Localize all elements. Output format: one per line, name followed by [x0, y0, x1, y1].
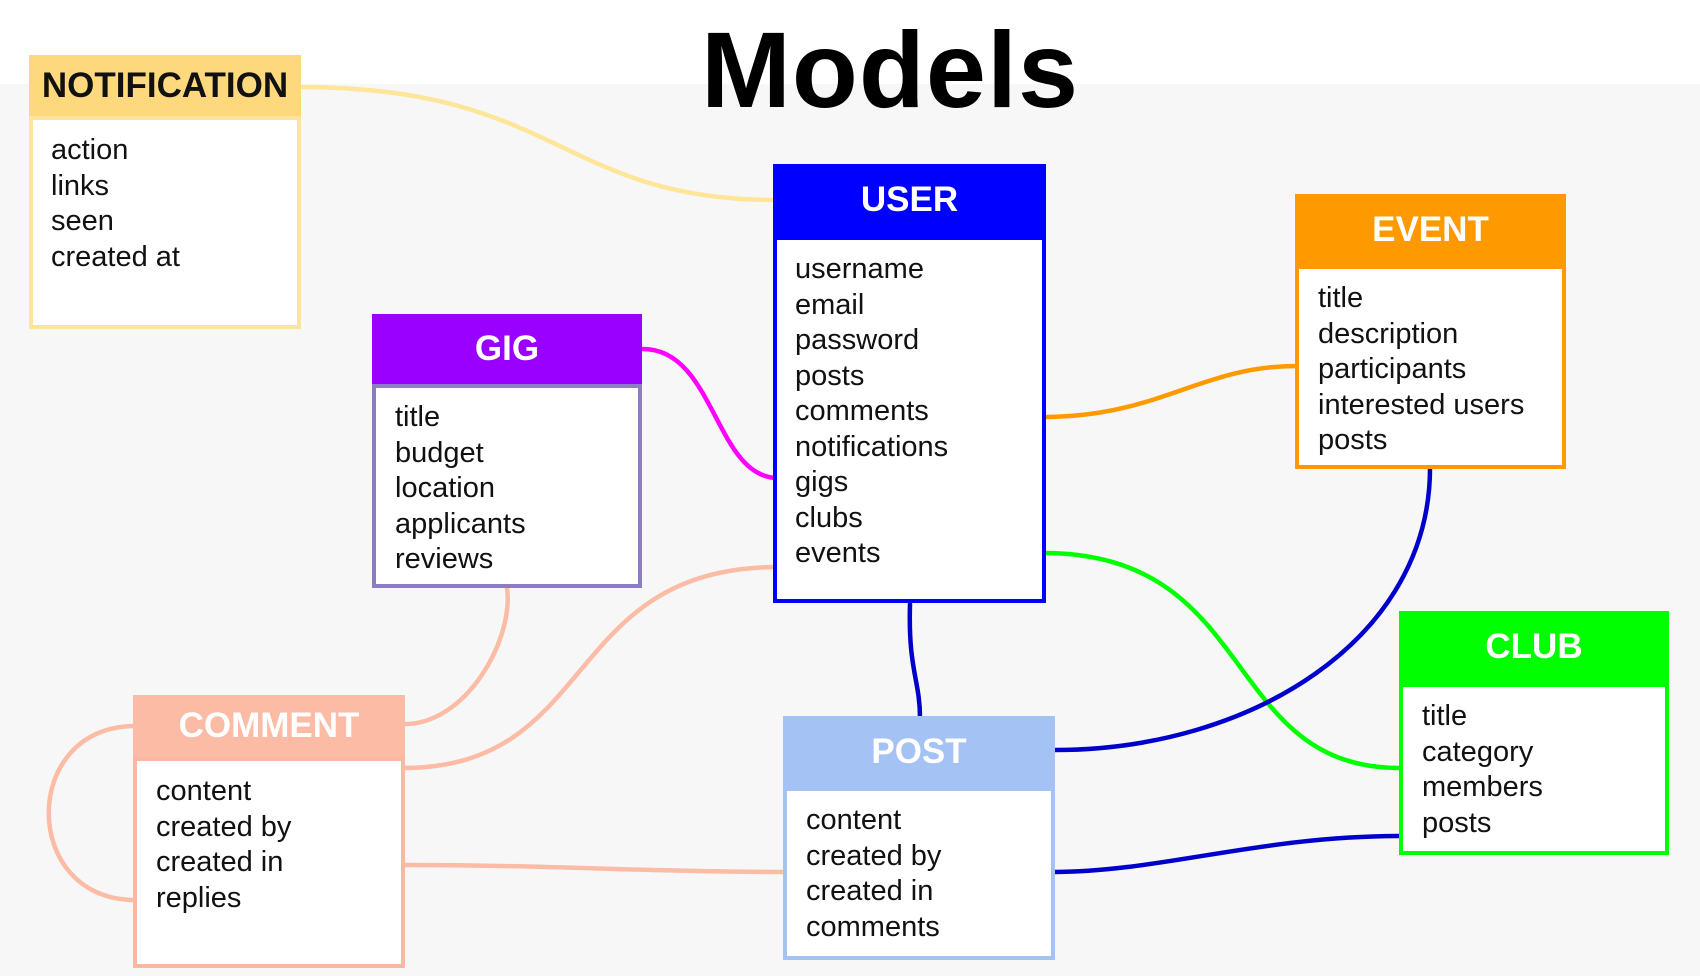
model-comment-fields: content created by created in replies — [156, 774, 401, 916]
model-club-title: CLUB — [1485, 627, 1583, 666]
model-user-title: USER — [860, 180, 959, 219]
field-item: created by — [156, 810, 292, 843]
link-post-club — [1050, 833, 1403, 875]
field-item: title — [1422, 700, 1468, 732]
model-comment-header: COMMENT — [133, 695, 405, 757]
model-event-fields: title description participants intereste… — [1318, 281, 1562, 459]
model-event[interactable]: EVENT title description participants int… — [1295, 194, 1566, 469]
field-item: budget — [395, 436, 484, 469]
field-item: links — [51, 169, 110, 202]
link-notification-user — [297, 84, 779, 203]
field-item: title — [1318, 282, 1364, 314]
model-gig-title: GIG — [474, 329, 540, 368]
model-post-header: POST — [783, 716, 1055, 787]
field-item: comments — [806, 910, 940, 943]
model-post[interactable]: POST content created by created in comme… — [783, 716, 1055, 960]
model-user-header: USER — [773, 164, 1046, 236]
link-user-event — [1040, 363, 1300, 420]
model-post-body: content created by created in comments — [783, 787, 1055, 960]
model-club-header: CLUB — [1399, 611, 1669, 683]
field-item: created at — [51, 240, 180, 273]
field-item: seen — [51, 205, 114, 237]
field-item: email — [795, 288, 865, 321]
model-user[interactable]: USER username email password posts comme… — [773, 164, 1046, 603]
field-item: created in — [806, 875, 934, 907]
model-notification-header: NOTIFICATION — [29, 55, 301, 116]
model-comment-title: COMMENT — [178, 706, 360, 745]
field-item: posts — [1318, 424, 1388, 456]
page-title: Models — [700, 9, 1080, 130]
model-post-fields: content created by created in comments — [806, 803, 1051, 945]
field-item: password — [795, 324, 920, 356]
link-gig-comment — [402, 585, 510, 727]
model-comment-body: content created by created in replies — [133, 757, 405, 968]
field-item: location — [395, 472, 495, 504]
model-gig-header: GIG — [372, 314, 642, 384]
field-item: replies — [156, 881, 242, 914]
model-comment[interactable]: COMMENT content created by created in re… — [133, 695, 405, 968]
model-user-body: username email password posts comments n… — [773, 236, 1046, 603]
field-item: reviews — [395, 543, 494, 575]
field-item: action — [51, 134, 129, 166]
model-notification-body: action links seen created at — [29, 116, 301, 329]
model-notification[interactable]: NOTIFICATION action links seen created a… — [29, 55, 301, 329]
model-event-body: title description participants intereste… — [1295, 265, 1566, 469]
model-club-fields: title category members posts — [1422, 699, 1665, 841]
field-item: gigs — [795, 466, 849, 498]
model-event-header: EVENT — [1295, 194, 1566, 265]
field-item: events — [795, 537, 881, 569]
link-comment-post — [401, 862, 788, 875]
link-user-post — [907, 601, 923, 721]
field-item: created in — [156, 846, 284, 878]
model-post-title: POST — [871, 731, 967, 771]
field-item: interested users — [1318, 388, 1525, 421]
field-item: members — [1422, 771, 1543, 803]
link-user-comment — [400, 564, 782, 771]
model-user-fields: username email password posts comments n… — [795, 252, 1042, 572]
field-item: created by — [806, 839, 942, 872]
field-item: notifications — [795, 430, 949, 463]
field-item: posts — [1422, 806, 1492, 839]
link-comment-replies — [46, 723, 138, 903]
field-item: participants — [1318, 353, 1467, 385]
link-user-club — [1040, 550, 1403, 771]
field-item: content — [156, 775, 252, 807]
field-item: posts — [795, 359, 865, 392]
field-item: title — [395, 401, 441, 433]
field-item: description — [1318, 317, 1459, 350]
model-club-body: title category members posts — [1399, 683, 1669, 855]
model-notification-fields: action links seen created at — [51, 133, 297, 275]
model-event-title: EVENT — [1372, 209, 1489, 249]
field-item: category — [1422, 735, 1534, 768]
model-gig-body: title budget location applicants reviews — [372, 384, 642, 588]
model-gig[interactable]: GIG title budget location applicants rev… — [372, 314, 642, 588]
link-event-post — [1052, 465, 1433, 753]
link-gig-user — [640, 346, 781, 481]
model-notification-title: NOTIFICATION — [41, 65, 289, 105]
model-gig-fields: title budget location applicants reviews — [395, 400, 638, 578]
field-item: clubs — [795, 501, 863, 534]
field-item: username — [795, 253, 924, 285]
field-item: comments — [795, 395, 929, 427]
field-item: content — [806, 804, 902, 836]
model-club[interactable]: CLUB title category members posts — [1399, 611, 1669, 855]
field-item: applicants — [395, 507, 526, 540]
